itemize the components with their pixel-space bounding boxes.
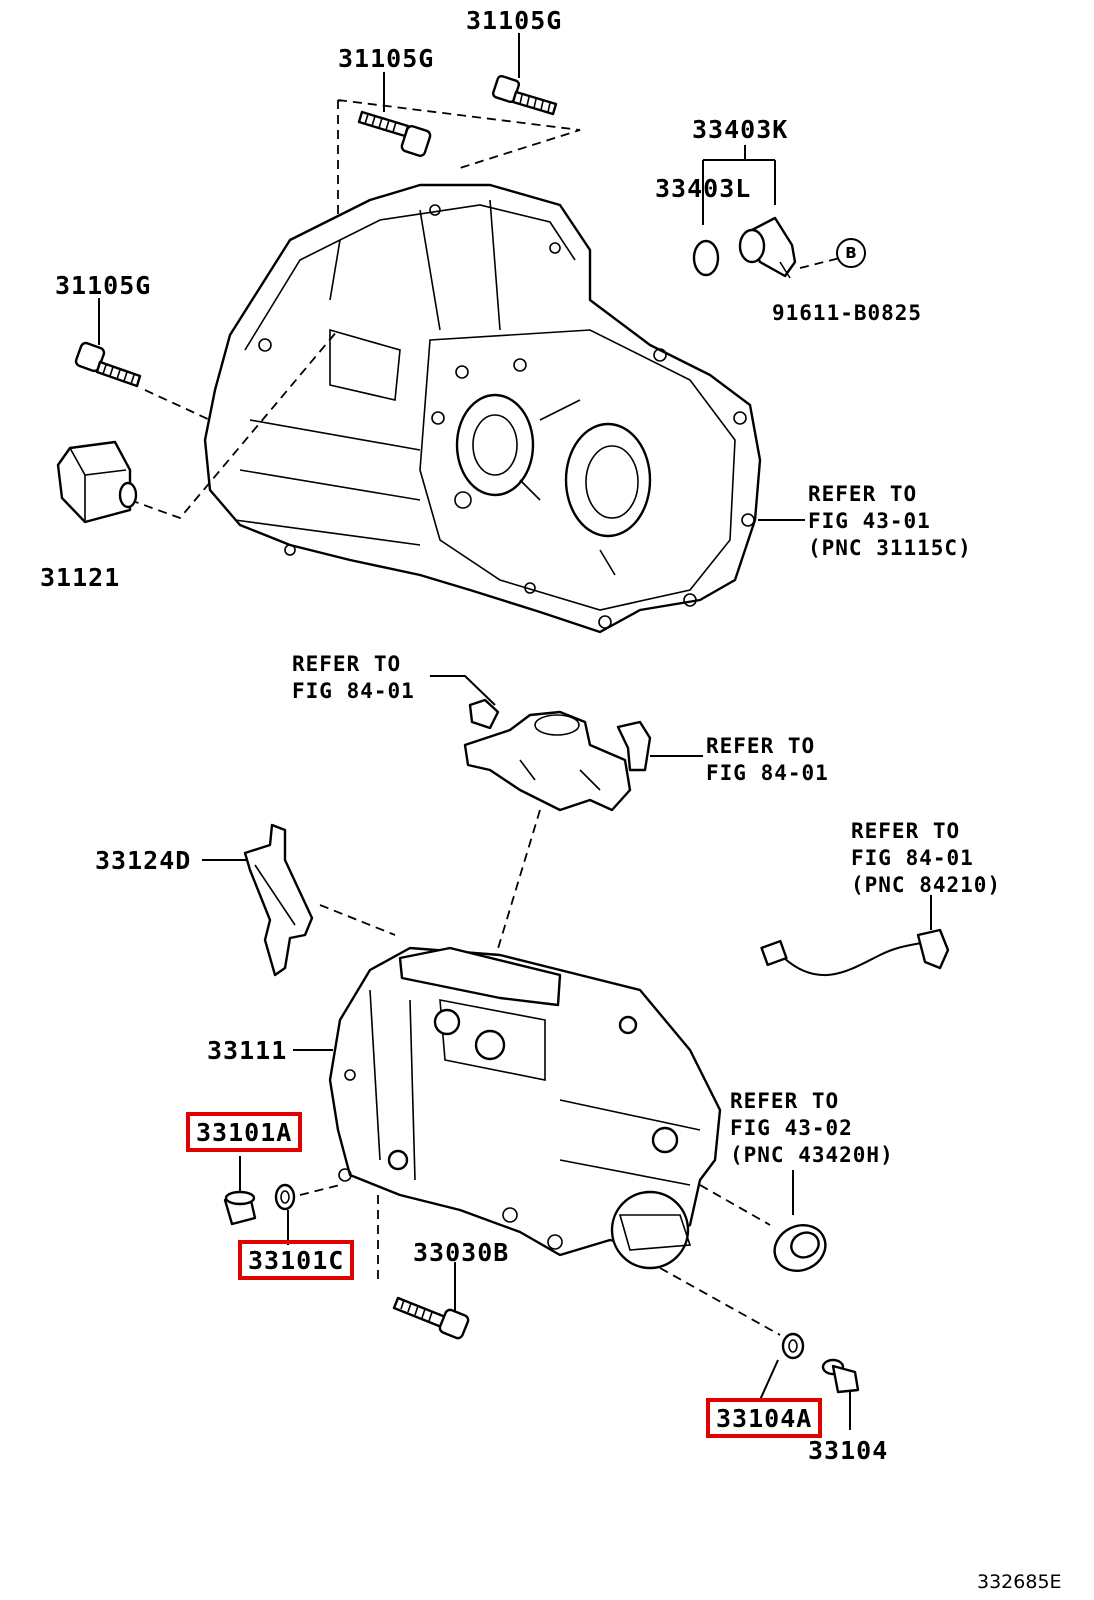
ref-fig-84-01-a: REFER TO FIG 84-01 <box>292 651 415 705</box>
label-33101c-highlighted: 33101C <box>238 1240 355 1280</box>
ref-line: FIG 84-01 <box>292 679 415 703</box>
bolt-31105g-mid-icon <box>357 72 432 157</box>
bracket-33124d-icon <box>243 823 314 977</box>
label-33101a-highlighted: 33101A <box>186 1112 303 1152</box>
ref-fig-84-01-c: REFER TO FIG 84-01 (PNC 84210) <box>851 818 1001 899</box>
label-31121: 31121 <box>40 563 121 592</box>
ref-line: FIG 84-01 <box>851 846 974 870</box>
gasket-33101c-icon <box>274 1183 296 1211</box>
ref-line: REFER TO <box>851 819 961 843</box>
circle-b-marker: B <box>836 238 866 268</box>
ref-fig-84-01-b: REFER TO FIG 84-01 <box>706 733 829 787</box>
label-33030b: 33030B <box>413 1238 510 1267</box>
shift-cover-icon <box>463 698 652 812</box>
label-33403k: 33403K <box>692 115 789 144</box>
ref-line: FIG 84-01 <box>706 761 829 785</box>
ref-line: (PNC 84210) <box>851 873 1002 897</box>
drain-plug-33101a-icon <box>223 1190 257 1226</box>
ref-line: REFER TO <box>292 652 402 676</box>
ref-line: (PNC 43420H) <box>730 1143 894 1167</box>
ref-fig-43-01: REFER TO FIG 43-01 (PNC 31115C) <box>808 481 972 562</box>
mount-31121-icon <box>56 440 138 524</box>
ref-fig-43-02: REFER TO FIG 43-02 (PNC 43420H) <box>730 1088 894 1169</box>
bolt-31105g-left-icon <box>74 298 142 388</box>
plug-33104-icon <box>821 1358 860 1394</box>
ref-line: FIG 43-02 <box>730 1116 853 1140</box>
oil-seal-icon <box>773 1224 827 1272</box>
label-33124d: 33124D <box>95 846 192 875</box>
ref-line: REFER TO <box>730 1089 840 1113</box>
transmission-case-icon <box>328 946 722 1270</box>
sleeve-33403k-icon <box>738 216 797 279</box>
label-31105g-top: 31105G <box>466 6 563 35</box>
ref-line: REFER TO <box>706 734 816 758</box>
label-31105g-left: 31105G <box>55 271 152 300</box>
label-91611: 91611-B0825 <box>772 301 923 325</box>
label-31105g-mid: 31105G <box>338 44 435 73</box>
diagram-id: 332685E <box>977 1571 1062 1593</box>
label-33403l: 33403L <box>655 174 752 203</box>
label-33104: 33104 <box>808 1436 889 1465</box>
ref-line: FIG 43-01 <box>808 509 931 533</box>
sensor-harness-icon <box>760 928 950 977</box>
oring-33403l-icon <box>692 239 720 277</box>
bolt-33030b-icon <box>392 1296 470 1340</box>
gasket-33104a-icon <box>781 1332 805 1360</box>
ref-line: REFER TO <box>808 482 918 506</box>
bolt-31105g-top-icon <box>491 33 558 116</box>
label-33111: 33111 <box>207 1036 288 1065</box>
label-33104a-highlighted: 33104A <box>706 1398 823 1438</box>
ref-line: (PNC 31115C) <box>808 536 972 560</box>
clutch-housing-icon <box>203 183 762 634</box>
